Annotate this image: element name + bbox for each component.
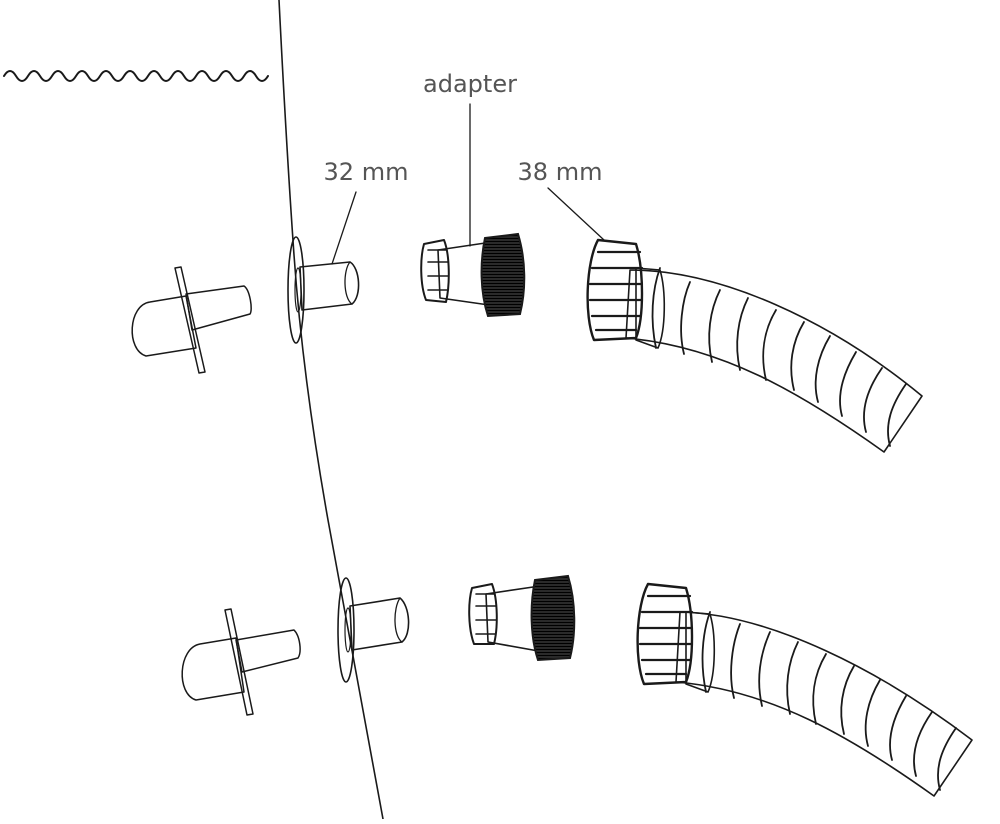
- hose-nut-38mm: [586, 238, 644, 342]
- through-wall-fitting-bottom: [337, 577, 410, 683]
- leader-line: [547, 187, 605, 241]
- strainer-flange: [224, 608, 254, 716]
- adapter-nut-small: [420, 239, 450, 303]
- label-32mm: 32 mm: [324, 158, 409, 186]
- strainer-mesh: [131, 295, 197, 357]
- water-surface: [3, 70, 269, 82]
- hose-bottom: [636, 582, 973, 797]
- strainer-flange: [174, 266, 206, 374]
- adapter-top: [420, 232, 526, 318]
- tank-wall: [278, 0, 384, 820]
- callout-32mm: 32 mm: [324, 158, 409, 265]
- strainer-mesh: [181, 637, 245, 701]
- strainer-top: [131, 266, 252, 374]
- fitting-flange: [337, 577, 355, 683]
- hose-corrugated: [625, 269, 923, 453]
- fitting-flange: [287, 236, 305, 344]
- strainer-bottom: [181, 608, 301, 716]
- callout-38mm: 38 mm: [518, 158, 605, 241]
- callout-adapter: adapter: [423, 70, 517, 247]
- hose-nut-38mm: [636, 582, 694, 686]
- adapter-nut-knurled: [530, 574, 576, 662]
- strainer-stem: [185, 285, 252, 331]
- adapter-bottom: [468, 574, 576, 662]
- hose-corrugated: [675, 611, 973, 797]
- leader-line: [331, 191, 357, 265]
- fitting-pipe-32mm: [349, 597, 410, 651]
- strainer-stem: [235, 629, 301, 673]
- adapter-nut-knurled: [480, 232, 526, 318]
- hose-top: [586, 238, 923, 453]
- label-adapter: adapter: [423, 70, 517, 98]
- label-38mm: 38 mm: [518, 158, 603, 186]
- adapter-nut-small: [468, 583, 498, 645]
- through-wall-fitting-top: [287, 236, 360, 344]
